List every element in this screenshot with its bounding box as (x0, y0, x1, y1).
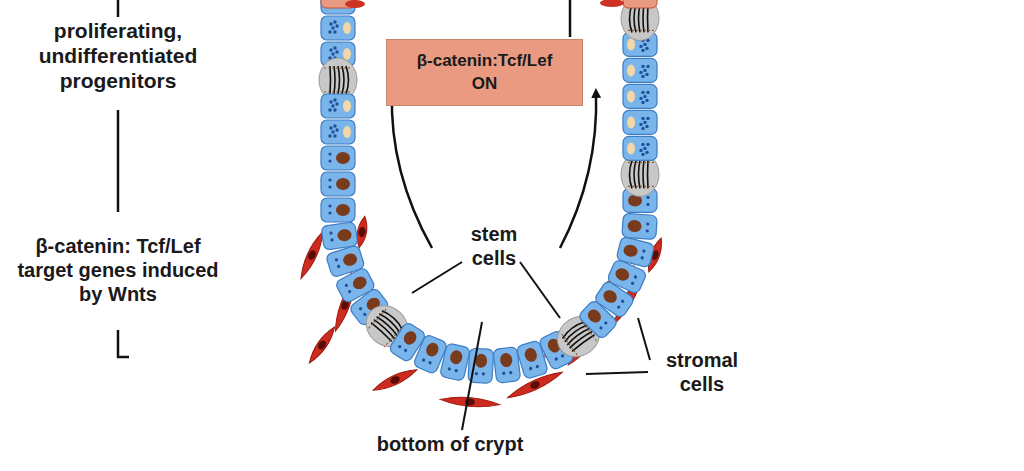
epithelial-cell (616, 236, 655, 268)
epithelial-cell (622, 213, 658, 239)
stromal-cells-label: stromal cells (652, 348, 752, 396)
stromal-cell (440, 395, 501, 409)
epithelial-cell (623, 58, 657, 82)
stem-cells-label: stem cells (452, 222, 536, 270)
box-text: β-catenin:Tcf/Lef ON (403, 50, 567, 94)
epithelial-cell (321, 120, 355, 144)
epithelial-cell (321, 172, 355, 196)
stromal-layer (297, 215, 665, 409)
epithelial-cell (321, 94, 355, 118)
epithelial-cell (623, 110, 657, 134)
status-box: β-catenin:Tcf/Lef ON (386, 39, 583, 106)
epithelial-cell (321, 16, 355, 40)
leader-lines (412, 262, 650, 430)
top-cell (600, 0, 624, 7)
stromal-cell (306, 324, 339, 365)
target-genes-label: β-catenin: Tcf/Lef target genes induced … (10, 234, 226, 306)
top-cell (623, 0, 657, 8)
epithelial-cell (321, 198, 355, 222)
progenitor-label: proliferating, undifferentiated progenit… (14, 18, 222, 94)
epithelial-cell (493, 347, 521, 384)
top-cell (345, 0, 365, 8)
epithelial-cell (440, 343, 471, 382)
epithelial-cell (623, 84, 657, 108)
epithelial-cell (321, 146, 355, 170)
epithelial-cell (623, 136, 657, 160)
epithelial-cells (319, 0, 659, 383)
crypt-bottom-label: bottom of crypt (330, 432, 570, 456)
stromal-cell (371, 366, 418, 394)
